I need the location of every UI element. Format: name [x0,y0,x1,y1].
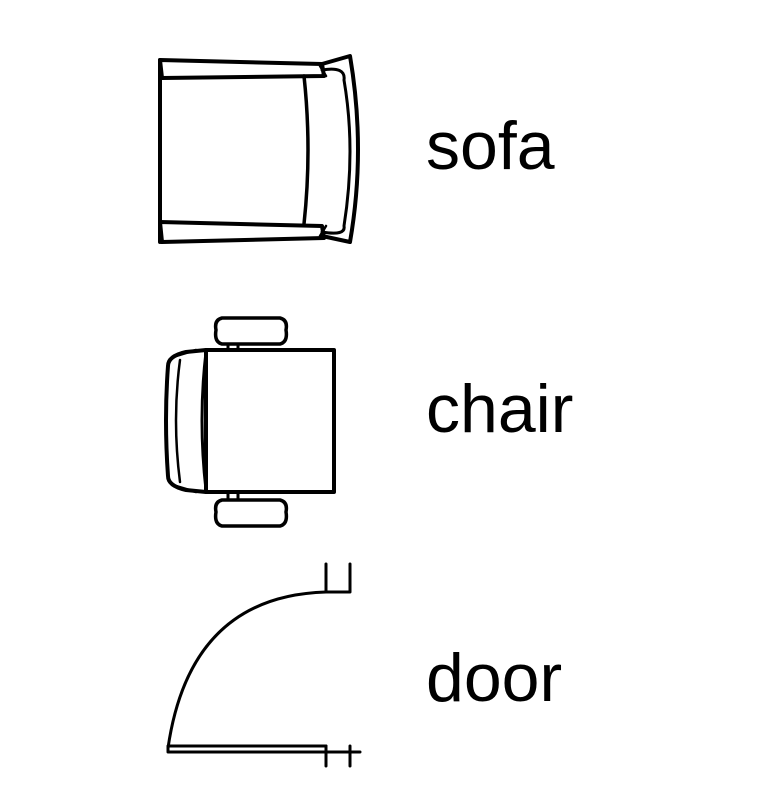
chair-icon [164,316,336,528]
legend-item-sofa: sofa [0,40,760,260]
legend-item-chair: chair [0,305,760,535]
sofa-icon [158,54,360,244]
legend-item-door: door [0,555,760,795]
legend-label-door: door [426,640,563,716]
legend-label-chair: chair [426,371,574,447]
door-icon [166,562,362,768]
legend-label-sofa: sofa [426,108,555,184]
